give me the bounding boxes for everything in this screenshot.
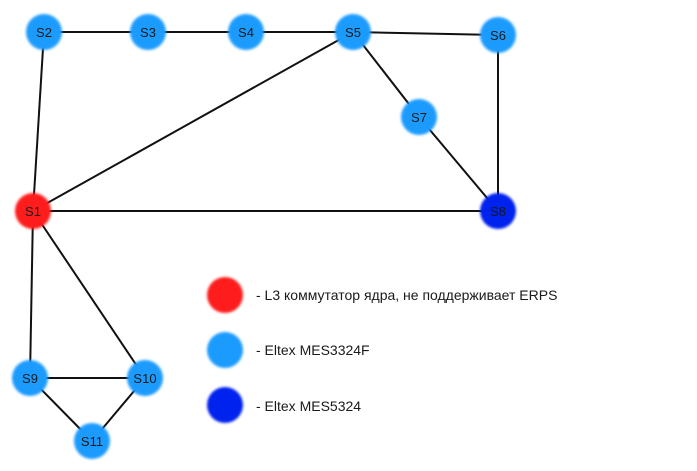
switch-node-s2: S2 — [26, 14, 62, 50]
switch-circle-s2 — [26, 14, 62, 50]
switch-node-s5: S5 — [335, 14, 371, 50]
switch-circle-s4 — [228, 14, 264, 50]
switch-label-s8: S8 — [490, 204, 506, 219]
legend-swatch-mes5324 — [207, 387, 243, 423]
legend-label-core: - L3 коммутатор ядра, не поддерживает ER… — [256, 287, 557, 303]
switch-node-s10: S10 — [127, 360, 163, 396]
switch-label-s2: S2 — [36, 25, 52, 40]
switch-label-s3: S3 — [140, 25, 156, 40]
switch-node-s1: S1 — [15, 193, 51, 229]
legend-swatch-core — [207, 277, 243, 313]
switch-node-s3: S3 — [130, 14, 166, 50]
link-s2-s1 — [32, 31, 45, 212]
switch-label-s9: S9 — [22, 371, 38, 386]
switch-circle-s6 — [480, 17, 516, 53]
legend-swatch-mes3324f — [207, 332, 243, 368]
switch-label-s4: S4 — [238, 25, 254, 40]
link-s1-s9 — [29, 210, 34, 379]
legend: - L3 коммутатор ядра, не поддерживает ER… — [207, 277, 557, 423]
switch-label-s1: S1 — [25, 204, 41, 219]
switch-label-s5: S5 — [345, 25, 361, 40]
link-s1-s10 — [32, 210, 146, 379]
links-layer — [29, 31, 499, 442]
legend-label-mes5324: - Eltex MES5324 — [256, 398, 361, 414]
legend-label-mes3324f: - Eltex MES3324F — [256, 342, 370, 358]
switch-circle-s8 — [480, 193, 516, 229]
legend-item-mes5324: - Eltex MES5324 — [207, 387, 361, 423]
switch-node-s9: S9 — [12, 360, 48, 396]
switch-circle-s3 — [130, 14, 166, 50]
switch-circle-s1 — [15, 193, 51, 229]
switch-circle-s10 — [127, 360, 163, 396]
switch-node-s8: S8 — [480, 193, 516, 229]
switch-circle-s7 — [401, 99, 437, 135]
link-s7-s8 — [418, 116, 499, 212]
legend-item-core: - L3 коммутатор ядра, не поддерживает ER… — [207, 277, 557, 313]
switch-circle-s11 — [74, 423, 110, 459]
link-s1-s5 — [32, 31, 354, 212]
link-s5-s6 — [352, 31, 499, 36]
switch-node-s7: S7 — [401, 99, 437, 135]
legend-item-mes3324f: - Eltex MES3324F — [207, 332, 370, 368]
switch-node-s4: S4 — [228, 14, 264, 50]
switch-label-s11: S11 — [81, 434, 103, 449]
switch-node-s11: S11 — [74, 423, 110, 459]
switch-label-s7: S7 — [411, 110, 427, 125]
switch-label-s10: S10 — [133, 371, 156, 386]
switch-label-s6: S6 — [490, 28, 506, 43]
switch-node-s6: S6 — [480, 17, 516, 53]
switch-circle-s5 — [335, 14, 371, 50]
switch-circle-s9 — [12, 360, 48, 396]
